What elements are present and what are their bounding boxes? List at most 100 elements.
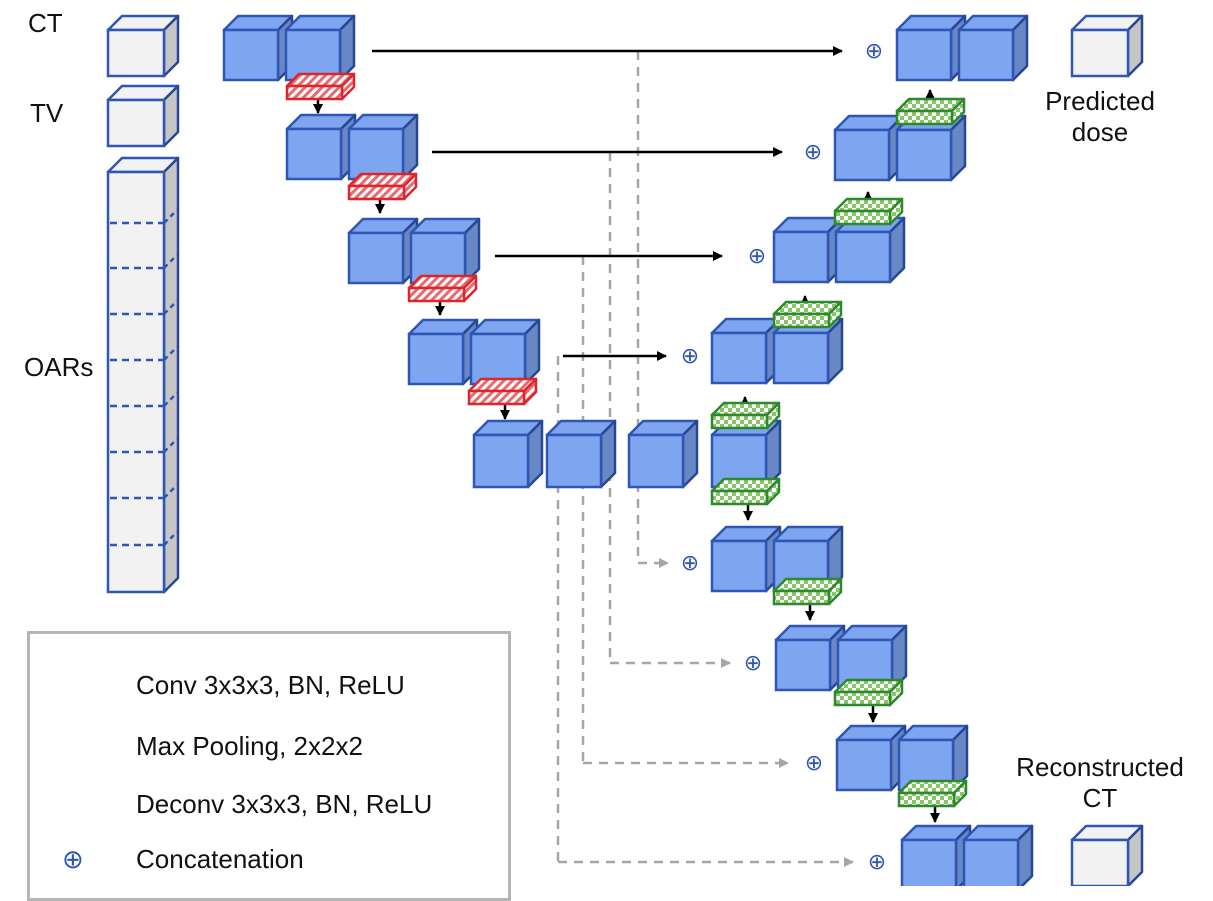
concat-dose-4: ⊕ xyxy=(681,344,699,369)
ct-input-cube xyxy=(106,14,180,78)
legend-deconv-label: Deconv 3x3x3, BN, ReLU xyxy=(136,789,433,819)
enc-level1-conv-b-front xyxy=(284,28,342,82)
dose-level4-conv-b xyxy=(772,317,844,385)
ct-level1-conv-b-front xyxy=(962,838,1020,886)
dose-deconv-3-front xyxy=(772,312,831,329)
concat-ct-3: ⊕ xyxy=(805,751,823,776)
enc-level2-pool xyxy=(347,172,418,201)
dose-level1-conv-b xyxy=(957,14,1029,82)
oar-divider-side-6 xyxy=(163,438,178,453)
enc-level3-pool xyxy=(407,274,478,303)
dose-level2-conv-a-front xyxy=(833,128,891,182)
dose-level2-conv-b-front xyxy=(895,128,953,182)
dose-level3-conv-a xyxy=(772,216,844,284)
dose-deconv-1-front xyxy=(895,109,954,126)
enc-level4-pool xyxy=(467,377,538,406)
enc-level2-conv-b-front xyxy=(347,127,405,181)
dose-deconv-2-front xyxy=(833,209,892,226)
dose-branch-conv xyxy=(710,419,782,489)
enc-level3-pool-front xyxy=(407,286,466,303)
ct-deconv-4-front xyxy=(710,489,769,506)
tv-input-label: TV xyxy=(30,98,64,128)
enc-level2-conv-a-front xyxy=(285,127,343,181)
ct-level3-conv-b xyxy=(836,624,908,692)
ct-level4-conv-a xyxy=(710,525,782,593)
ct-level1-conv-b xyxy=(962,824,1034,886)
oar-divider-side-1 xyxy=(163,209,178,224)
enc-level4-conv-a xyxy=(407,318,479,386)
ct-deconv-2-front xyxy=(833,690,892,707)
dose-deconv-4 xyxy=(710,401,781,430)
dose-level4-conv-b-front xyxy=(772,331,830,385)
dose-level1-conv-b-front xyxy=(957,28,1015,82)
ct-input-label: CT xyxy=(28,8,63,38)
skip-connections: ⊕⊕⊕⊕⊕⊕⊕⊕ xyxy=(556,39,886,875)
ct-deconv-3-front xyxy=(772,589,831,606)
ct-deconv-2 xyxy=(833,678,904,707)
enc-level3-conv-b xyxy=(409,217,481,285)
ct-deconv-4 xyxy=(710,477,781,506)
bottleneck-conv-1-front xyxy=(472,433,530,489)
dose-level4-conv-a-front xyxy=(710,331,768,385)
concat-dose-2: ⊕ xyxy=(804,140,822,165)
legend-conv-label: Conv 3x3x3, BN, ReLU xyxy=(136,670,405,700)
enc-level3-conv-a xyxy=(347,217,419,285)
dose-level3-conv-b-front xyxy=(834,230,892,284)
bottleneck-conv-1 xyxy=(472,419,544,489)
bottleneck-conv-3-front xyxy=(627,433,685,489)
enc-level2-conv-a xyxy=(285,113,357,181)
bottleneck-conv-2 xyxy=(545,419,617,489)
enc-level4-conv-a-front xyxy=(407,332,465,386)
ct-deconv-3 xyxy=(772,577,843,606)
concat-dose-1: ⊕ xyxy=(865,39,883,64)
ct-level4-conv-a-front xyxy=(710,539,768,593)
predicted-dose-label: Predicted dose xyxy=(1045,86,1155,147)
concat-dose-3: ⊕ xyxy=(748,244,766,269)
dose-level2-conv-a xyxy=(833,114,905,182)
enc-level4-conv-b-front xyxy=(469,332,527,386)
reconstructed-ct-cube xyxy=(1070,824,1144,886)
enc-level3-conv-a-front xyxy=(347,231,405,285)
ct-input-cube-front xyxy=(106,28,166,78)
enc-level1-conv-b xyxy=(284,14,356,82)
oar-divider-side-5 xyxy=(163,392,178,407)
tv-input-cube xyxy=(106,84,180,148)
enc-level2-pool-front xyxy=(347,184,406,201)
ct-deconv-1-front xyxy=(897,791,956,808)
enc-level1-pool-front xyxy=(285,84,344,101)
concat-ct-2: ⊕ xyxy=(744,651,762,676)
predicted-dose-cube-front xyxy=(1070,28,1130,78)
dose-level3-conv-b xyxy=(834,216,906,284)
oars-input-stack xyxy=(106,156,180,594)
enc-level1-pool xyxy=(285,72,356,101)
dose-deconv-3 xyxy=(772,300,843,329)
legend-concat-label: Concatenation xyxy=(136,844,304,874)
ct-level3-conv-a xyxy=(774,624,846,692)
enc-level2-conv-b xyxy=(347,113,419,181)
oars-input-stack-side xyxy=(162,156,180,594)
reconstructed-ct-cube-front xyxy=(1070,838,1130,886)
bottleneck-conv-2-front xyxy=(545,433,603,489)
oar-divider-side-3 xyxy=(163,300,178,315)
reconstructed-ct-label: Reconstructed CT xyxy=(1016,752,1184,813)
enc-level4-pool-front xyxy=(467,389,526,406)
predicted-dose-cube xyxy=(1070,14,1144,78)
ct-level2-conv-a xyxy=(835,724,907,792)
dose-level1-conv-a xyxy=(895,14,967,82)
dose-deconv-1 xyxy=(895,97,966,126)
oar-divider-side-7 xyxy=(163,484,178,499)
oars-input-label: OARs xyxy=(24,352,94,382)
oar-divider-side-8 xyxy=(163,531,178,546)
enc-level3-conv-b-front xyxy=(409,231,467,285)
concat-ct-4: ⊕ xyxy=(868,850,886,875)
network-layers xyxy=(106,14,1144,886)
legend-maxpool-label: Max Pooling, 2x2x2 xyxy=(136,731,363,761)
ct-level1-conv-a-front xyxy=(900,838,958,886)
dose-level3-conv-a-front xyxy=(772,230,830,284)
dose-deconv-4-front xyxy=(710,413,769,430)
enc-level1-conv-a xyxy=(222,14,294,82)
legend-box xyxy=(27,631,511,901)
enc-level4-conv-b xyxy=(469,318,541,386)
ct-level1-conv-a xyxy=(900,824,972,886)
dose-level2-conv-b xyxy=(895,114,967,182)
